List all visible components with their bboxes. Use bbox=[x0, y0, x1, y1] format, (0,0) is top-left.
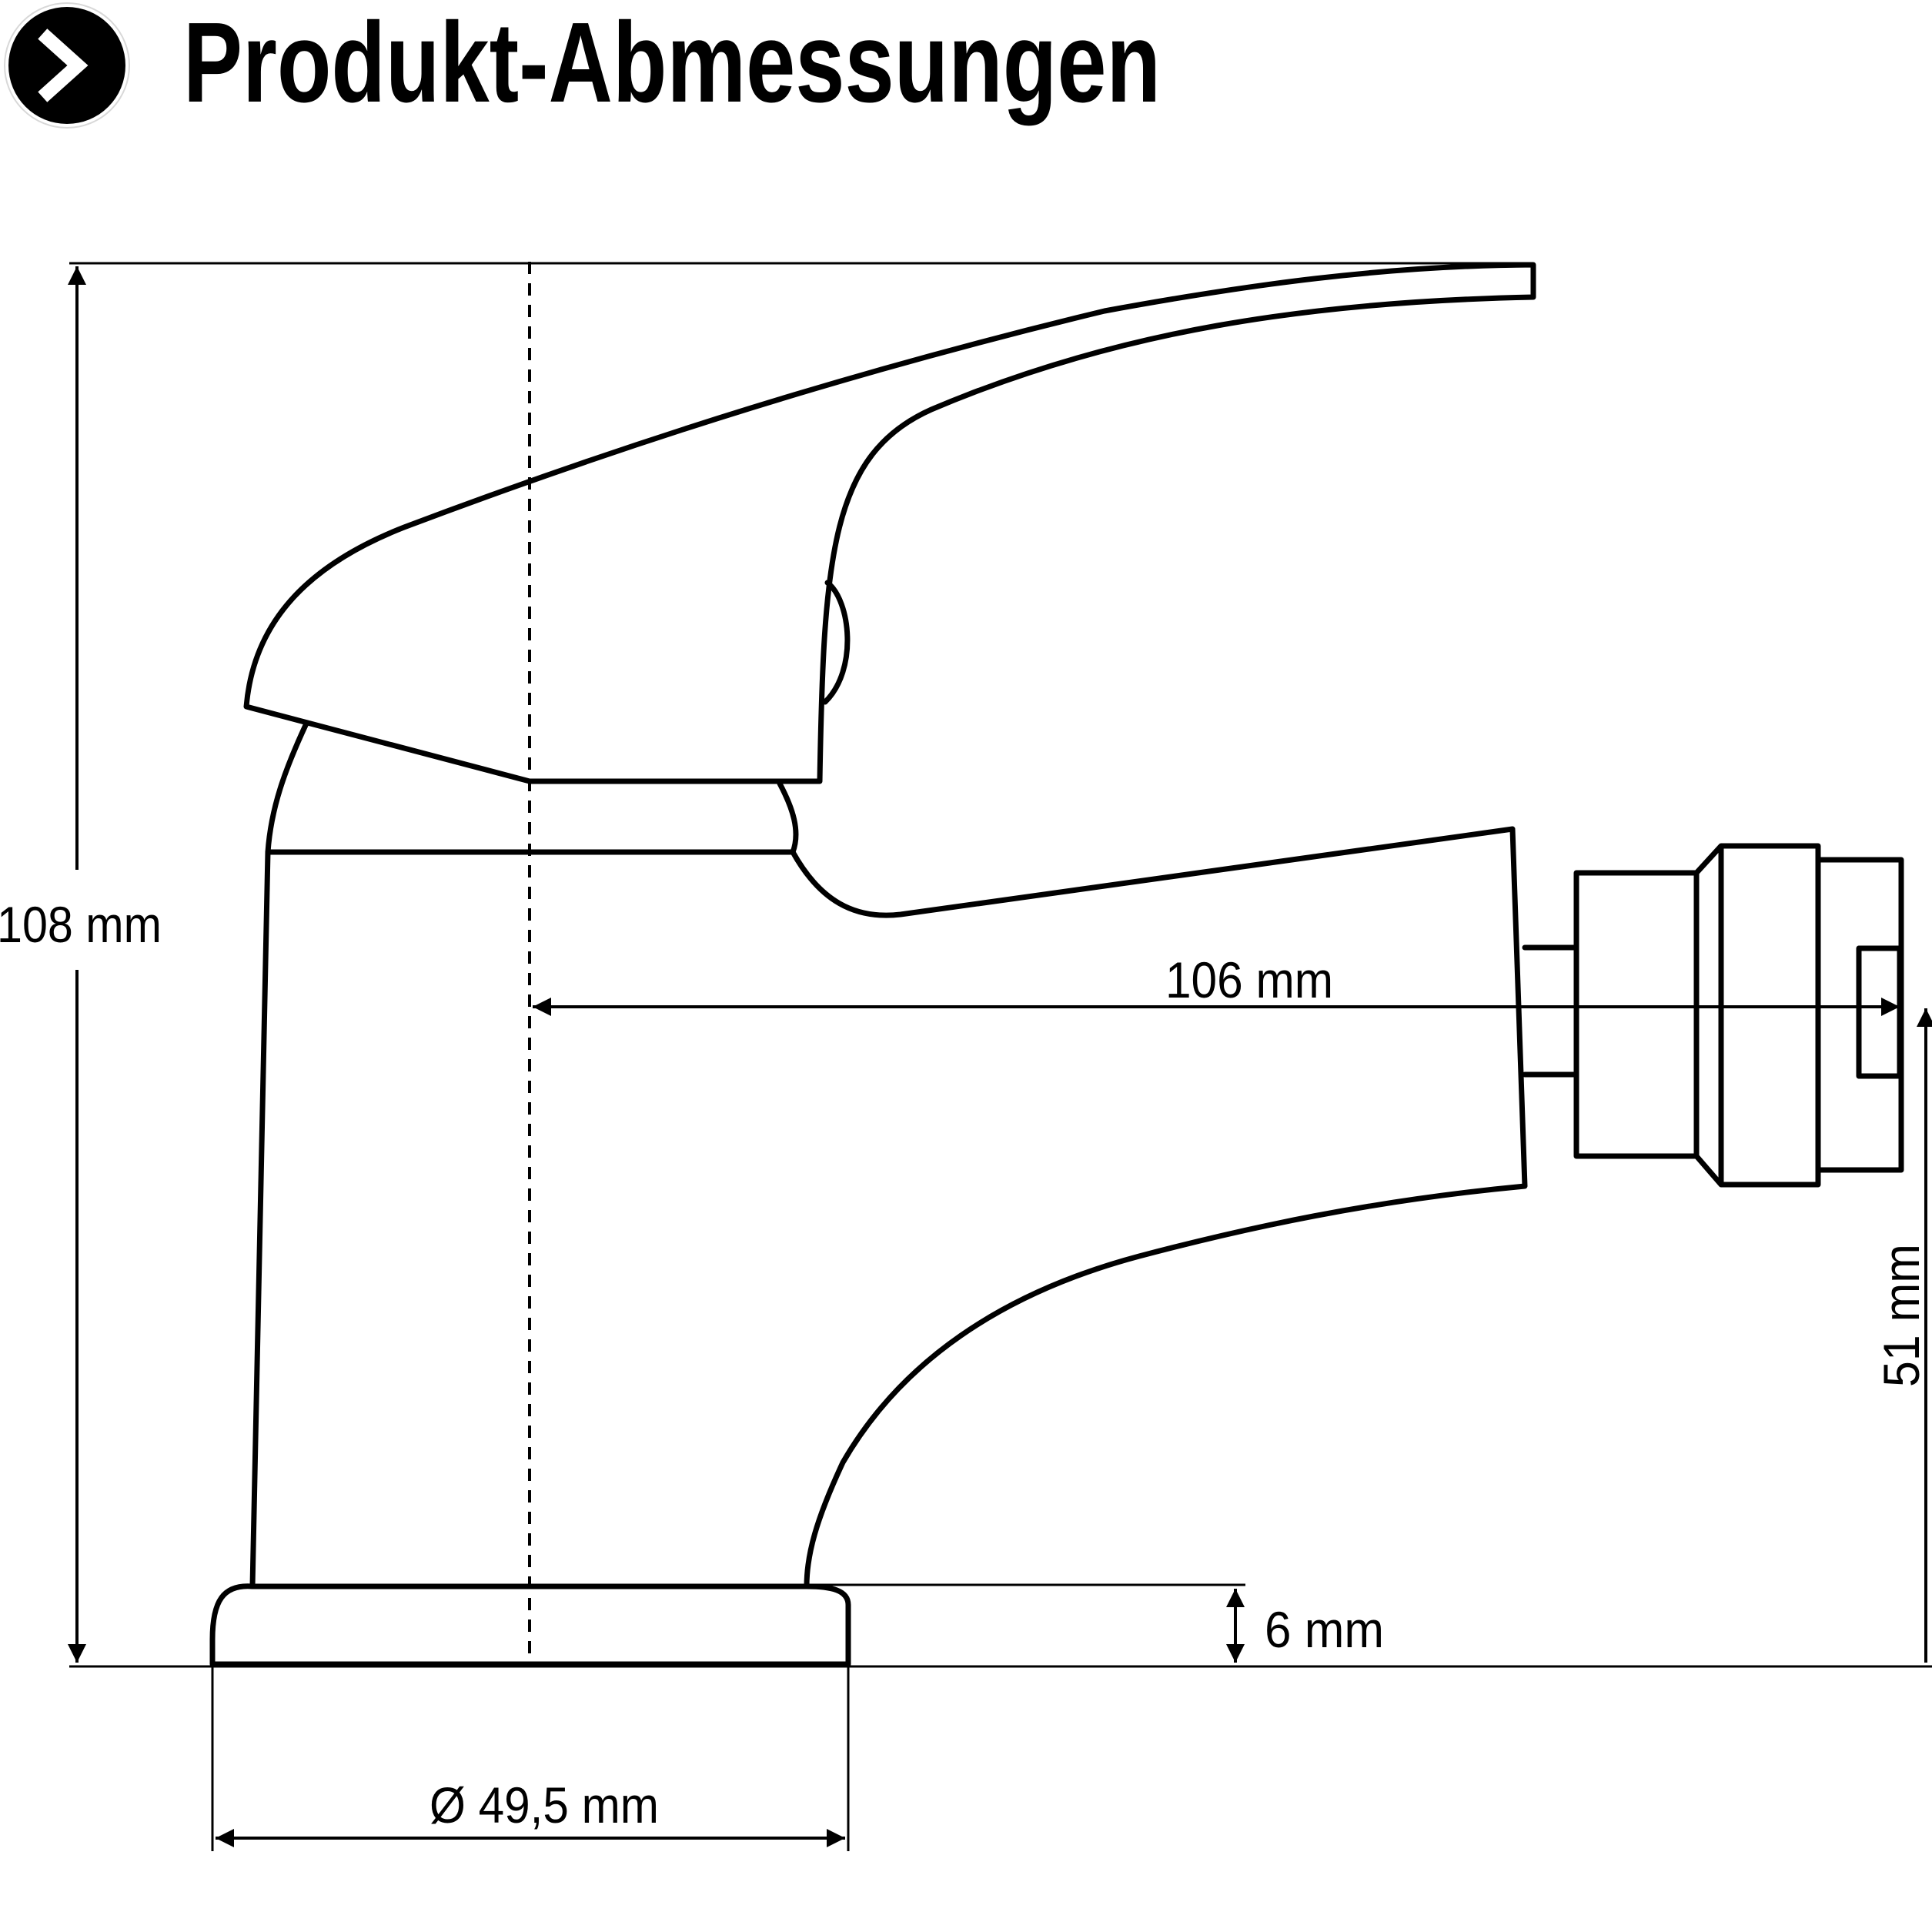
dimension-labels: 108 mm 106 mm 51 mm 6 mm Ø 49,5 mm bbox=[0, 896, 1930, 1833]
label-spout-reach: 106 mm bbox=[1165, 951, 1333, 1008]
lever-handle bbox=[243, 262, 1536, 784]
label-outlet-height: 51 mm bbox=[1873, 1244, 1930, 1387]
dimension-lines bbox=[68, 266, 1932, 1847]
faucet-outline bbox=[209, 262, 1904, 1667]
chevron-right-icon bbox=[4, 2, 130, 129]
faucet-body bbox=[249, 826, 1528, 1589]
cartridge-neck bbox=[265, 720, 799, 855]
label-base-thickness: 6 mm bbox=[1265, 1601, 1384, 1658]
label-total-height: 108 mm bbox=[0, 896, 162, 953]
reference-lines bbox=[69, 262, 1932, 1851]
page-title: Produkt-Abmessungen bbox=[183, 0, 1161, 126]
aerator-assembly bbox=[1522, 843, 1904, 1188]
faucet-base bbox=[209, 1583, 851, 1667]
header: Produkt-Abmessungen bbox=[0, 0, 1932, 131]
handle-knob bbox=[822, 580, 851, 705]
label-base-diameter: Ø 49,5 mm bbox=[430, 1777, 659, 1833]
